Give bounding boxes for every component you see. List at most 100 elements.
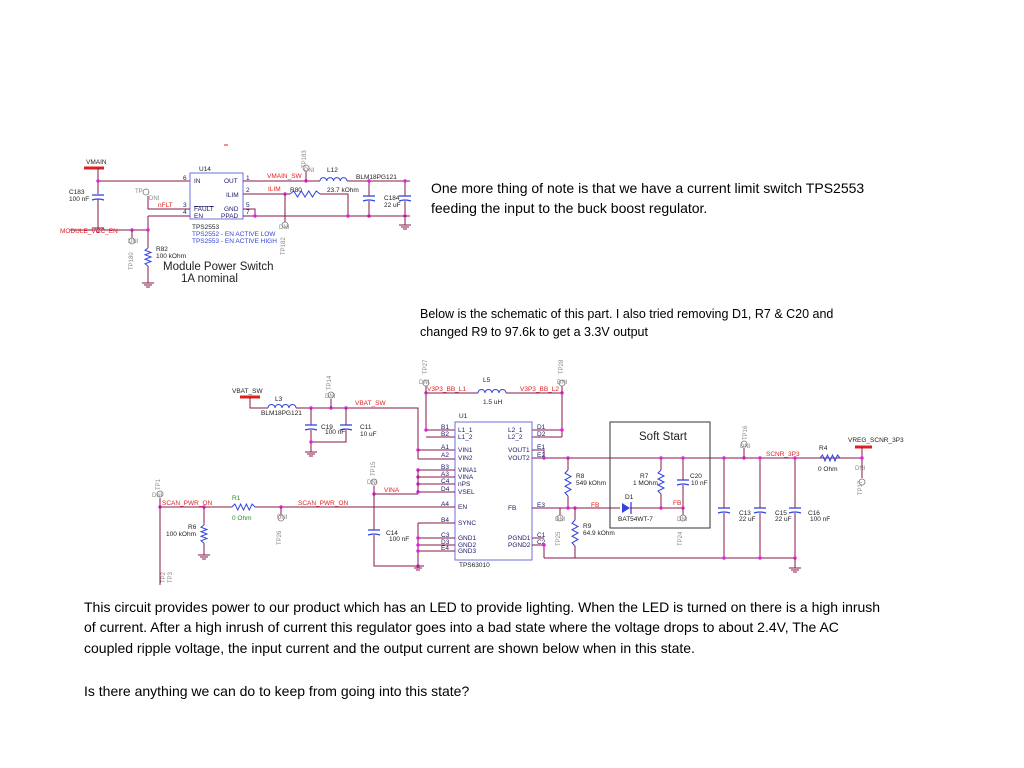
- vina-net: VINA: [384, 487, 400, 494]
- vmain-sw-net: VMAIN_SW: [267, 173, 303, 180]
- ilim-net: ILIM: [268, 186, 281, 193]
- pin-name: L2_1: [508, 427, 523, 434]
- pin-name: nPS: [458, 481, 471, 488]
- tp17-label: TP17: [858, 480, 864, 495]
- d1-label: D1: [625, 494, 634, 501]
- wire: [147, 196, 190, 210]
- r4-label: R4: [819, 445, 828, 452]
- junction-dot: [722, 456, 726, 460]
- module-power-switch-caption: Module Power Switch: [163, 261, 274, 273]
- pin-number: 6: [183, 175, 187, 182]
- power-port-icon: [84, 166, 104, 170]
- c13-value: 22 uF: [739, 516, 756, 523]
- capacitor-plate: [367, 533, 381, 536]
- capacitor-plate: [788, 511, 802, 514]
- description-line: coupled ripple voltage, the input curren…: [84, 639, 695, 656]
- pin-number: A3: [441, 471, 449, 478]
- module-vcc-en-net: MODULE_VCC_EN: [60, 228, 118, 235]
- junction-dot: [681, 456, 685, 460]
- pin-number: A4: [441, 501, 449, 508]
- pin-name: GND: [224, 206, 239, 213]
- test-point-icon: [128, 237, 136, 245]
- r82-value: 100 kOhm: [156, 253, 186, 260]
- note-line: One more thing of note is that we have a…: [431, 180, 865, 196]
- d1-value: BAT54WT-7: [618, 516, 653, 523]
- l5-label: L5: [483, 377, 491, 384]
- c16-label: C16: [808, 510, 820, 517]
- resistor-symbol: [570, 519, 580, 547]
- tp2-label: TP2: [161, 571, 167, 583]
- junction-dot: [253, 214, 257, 218]
- tp28-label: TP28: [559, 359, 565, 374]
- vreg-scnr-3p3-label: VREG_SCNR_3P3: [848, 437, 904, 444]
- v3p3-bb-l1-net: V3P3_BB_L1: [427, 386, 466, 393]
- c13-label: C13: [739, 510, 751, 517]
- test-point-icon: [281, 221, 289, 229]
- capacitor-plate: [362, 199, 376, 202]
- pin-name: FB: [508, 505, 516, 512]
- junction-dot: [416, 536, 420, 540]
- tp180-label: TP180: [129, 252, 135, 270]
- fb-net: FB: [673, 500, 681, 507]
- tp26-label: TP26: [277, 530, 283, 545]
- description-line: This circuit provides power to our produ…: [84, 599, 881, 615]
- c15-label: C15: [775, 510, 787, 517]
- pin-number: A2: [441, 452, 449, 459]
- capacitor-plate: [676, 483, 690, 486]
- pin-number: D3: [441, 539, 450, 546]
- test-point-icon: [679, 514, 687, 522]
- junction-dot: [542, 456, 546, 460]
- fb-net: FB: [591, 502, 599, 509]
- wire: [532, 449, 545, 458]
- pin-name: VINA1: [458, 467, 477, 474]
- c183-value: 100 nF: [69, 196, 89, 203]
- wire: [425, 392, 478, 430]
- dni-label: DNI: [149, 196, 160, 202]
- tp27-label: TP27: [423, 359, 429, 374]
- junction-dot: [424, 428, 428, 432]
- junction-dot: [403, 179, 407, 183]
- dni-label: DNI: [557, 380, 568, 386]
- junction-dot: [146, 228, 150, 232]
- inductor-symbol: [267, 404, 297, 409]
- tp3-label: TP3: [168, 571, 174, 583]
- resistor-symbol: [289, 190, 321, 198]
- dni-label: DNI: [555, 517, 566, 523]
- pin-number: A1: [441, 444, 449, 451]
- soft-start-box: [609, 421, 711, 529]
- scnr-3p3-net: SCNR_3P3: [766, 451, 800, 458]
- test-point-icon: [327, 391, 335, 399]
- pin-number: C2: [537, 539, 546, 546]
- c20-label: C20: [690, 473, 702, 480]
- u1-part-number: TPS63010: [459, 562, 490, 569]
- tp16-label: TP16: [743, 425, 749, 440]
- note-line: Below is the schematic of this part. I a…: [420, 307, 834, 321]
- c16-value: 100 nF: [810, 516, 830, 523]
- test-point-icon: [156, 490, 164, 498]
- buck-boost-schematic: VBAT_SW L3 BLM18PG121 C19 100 nF C11 10 …: [152, 359, 904, 583]
- pin-number: 4: [183, 209, 187, 216]
- wire: [249, 397, 268, 409]
- r6-label: R6: [188, 524, 197, 531]
- pin-number: 1: [246, 175, 250, 182]
- capacitor-plate: [339, 428, 353, 431]
- pin-name: GND3: [458, 548, 476, 555]
- dni-label: DNI: [855, 466, 866, 472]
- pin-name: PPAD: [221, 213, 239, 220]
- test-point-icon: [422, 379, 430, 387]
- dni-label: DNI: [128, 239, 139, 245]
- u1-label: U1: [459, 413, 468, 420]
- resistor-symbol: [656, 469, 666, 495]
- wire: [310, 430, 347, 443]
- pin-number: B2: [441, 431, 449, 438]
- pin-name: PGND1: [508, 535, 531, 542]
- tp183-label: TP183: [302, 150, 308, 168]
- vbat-sw-net: VBAT_SW: [355, 400, 386, 407]
- pin-number: 5: [246, 202, 250, 209]
- r7-label: R7: [640, 473, 649, 480]
- pin-name: EN: [194, 213, 203, 220]
- test-point-icon: [142, 188, 150, 196]
- r9-value: 64.9 kOhm: [583, 530, 615, 537]
